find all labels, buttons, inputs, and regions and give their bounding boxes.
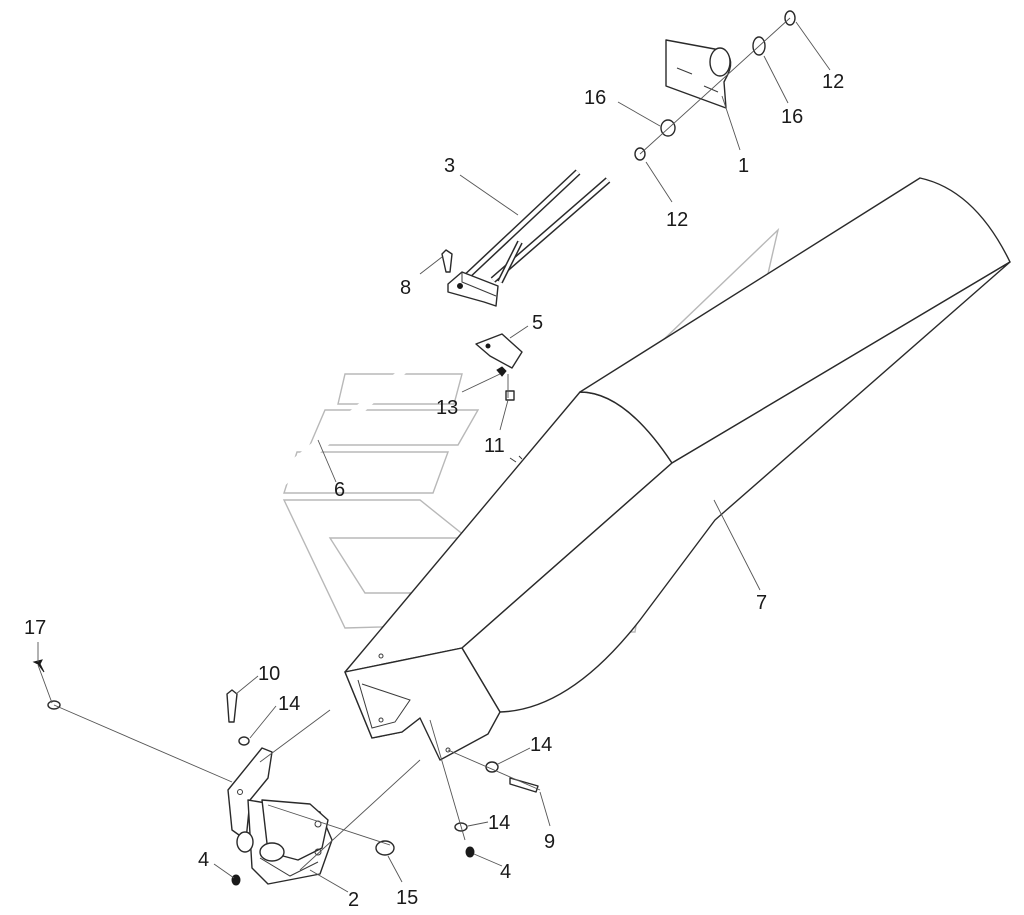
callout-4-right: 4 bbox=[500, 861, 511, 883]
mount-bracket bbox=[227, 747, 333, 885]
hinge-plate bbox=[665, 39, 732, 109]
callout-16-left: 16 bbox=[584, 87, 606, 109]
rod-bracket bbox=[441, 249, 499, 307]
callout-8: 8 bbox=[400, 277, 411, 299]
callout-14-lower: 14 bbox=[488, 812, 510, 834]
fender-cover bbox=[344, 177, 1011, 761]
callout-17: 17 bbox=[24, 617, 46, 639]
callout-7: 7 bbox=[756, 592, 767, 614]
callout-11: 11 bbox=[484, 435, 505, 457]
assembly-lines bbox=[53, 17, 791, 871]
bent-rod bbox=[47, 294, 491, 710]
callout-9: 9 bbox=[544, 831, 555, 853]
callout-12-top: 12 bbox=[822, 71, 844, 93]
leader-lines bbox=[37, 21, 831, 893]
callout-15: 15 bbox=[396, 887, 418, 909]
callout-16-right: 16 bbox=[781, 106, 803, 128]
callout-14-upper-left: 14 bbox=[278, 693, 300, 715]
callout-14-right: 14 bbox=[530, 734, 552, 756]
small-bracket bbox=[475, 333, 523, 401]
callout-6: 6 bbox=[334, 479, 345, 501]
callout-10: 10 bbox=[258, 663, 280, 685]
callout-2: 2 bbox=[348, 889, 359, 911]
callout-5: 5 bbox=[532, 312, 543, 334]
callout-12-mid: 12 bbox=[666, 209, 688, 231]
callout-1: 1 bbox=[738, 155, 749, 177]
callout-3: 3 bbox=[444, 155, 455, 177]
callout-4-left: 4 bbox=[198, 849, 209, 871]
bottom-hardware bbox=[32, 659, 539, 886]
rod-pair bbox=[460, 169, 611, 284]
callout-13: 13 bbox=[436, 397, 458, 419]
callout-labels: 1 2 3 4 4 5 6 7 8 9 10 11 12 12 13 14 14… bbox=[24, 71, 844, 911]
